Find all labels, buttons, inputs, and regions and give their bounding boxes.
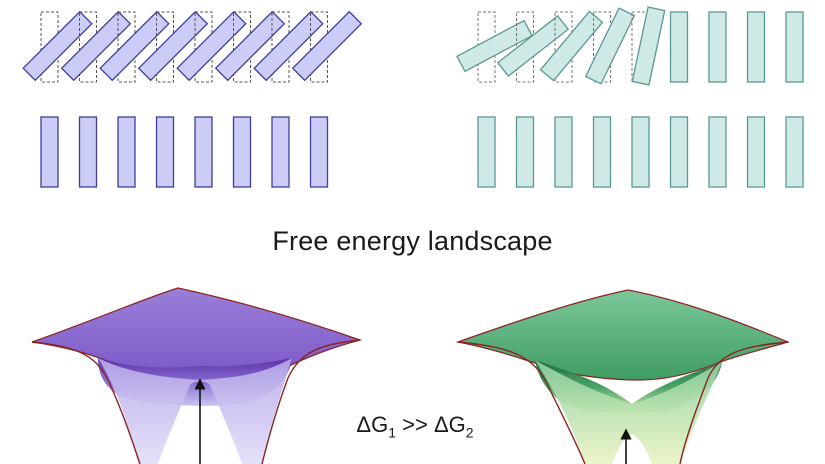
right-tilted-bar <box>584 7 636 85</box>
left-tilted-bar <box>291 10 363 82</box>
right-tilted-bar <box>539 10 604 82</box>
left-lattice <box>22 10 363 188</box>
left-tilted-bar <box>137 10 209 82</box>
energy-equation: ΔG1 >> ΔG2 <box>330 412 500 440</box>
left-upright-bar <box>271 116 290 188</box>
right-tilted-bar <box>631 6 666 86</box>
right-upright-bar <box>708 116 727 188</box>
left-surface-edge <box>31 339 361 464</box>
delta-g-2: ΔG <box>433 412 466 437</box>
subscript-1: 1 <box>388 424 397 441</box>
right-well-walls <box>535 360 722 464</box>
right-upright-bar <box>477 116 496 188</box>
right-upright-bar <box>631 116 650 188</box>
left-upright-bar <box>194 116 213 188</box>
delta-g-1: ΔG <box>356 412 389 437</box>
right-top-upright-bar <box>785 11 804 83</box>
relation-symbol: >> <box>402 412 428 437</box>
left-upright-bar <box>232 116 252 188</box>
right-tilted-bar <box>496 14 570 78</box>
left-upright-bar <box>309 116 329 188</box>
left-upright-bar <box>155 116 175 188</box>
left-tilted-bar <box>176 10 247 82</box>
right-upright-bar <box>592 116 612 188</box>
left-well-walls <box>98 358 292 464</box>
left-upright-bar <box>117 116 136 188</box>
subscript-2: 2 <box>465 424 474 441</box>
left-energy-surface <box>31 287 363 464</box>
left-tilted-bar <box>214 10 286 82</box>
right-upright-bar <box>554 116 573 188</box>
right-top-upright-bar <box>746 11 766 83</box>
right-tilted-bar <box>456 19 533 73</box>
right-upright-bar <box>669 116 689 188</box>
right-surface-edge <box>457 341 789 464</box>
left-upright-bar <box>78 116 98 188</box>
right-upright-bar <box>515 116 535 188</box>
right-top-upright-bar <box>669 11 689 83</box>
left-tilted-bar <box>99 10 170 82</box>
right-lattice <box>456 6 804 188</box>
left-tilted-bar <box>22 10 93 82</box>
right-energy-surface <box>455 289 790 464</box>
left-upright-bar <box>40 116 59 188</box>
right-upright-bar <box>785 116 804 188</box>
right-top-upright-bar <box>708 11 727 83</box>
right-upright-bar <box>746 116 766 188</box>
left-tilted-bar <box>253 10 324 82</box>
right-surface-top <box>455 289 790 381</box>
diagram-title: Free energy landscape <box>272 226 553 256</box>
left-tilted-bar <box>60 10 132 82</box>
